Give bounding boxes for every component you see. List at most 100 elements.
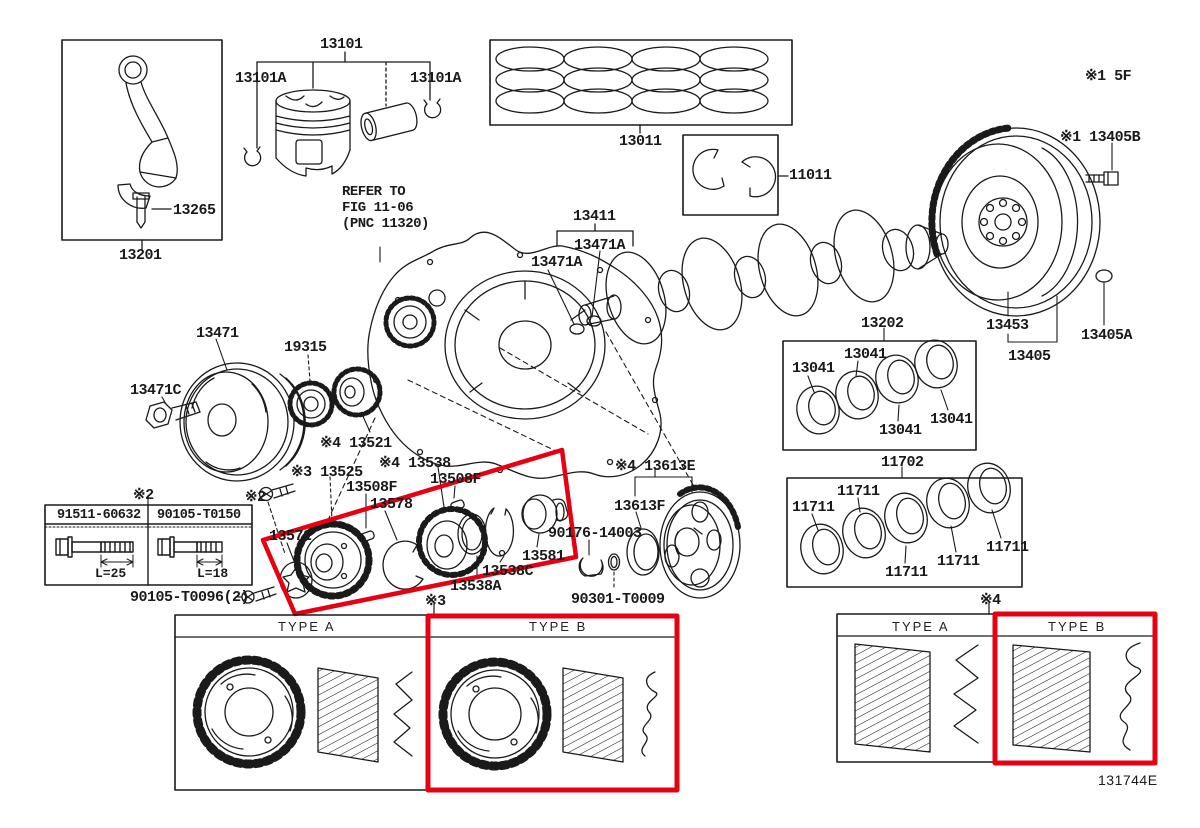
label-11711-4: 11711 [937,553,980,570]
type-b-profile [1013,643,1141,752]
piston-pin [358,101,419,142]
label-13471c: 13471C [130,382,182,399]
label-bolt-col2: 90105-T0150 [157,508,241,523]
type-table-tooth-profile [837,603,1155,763]
label-13101a-left: 13101A [235,70,287,87]
highlight-frame-type-b-left [428,616,677,790]
crankshaft-timing-gear-13521 [334,369,380,432]
snap-ring-right [424,99,441,118]
label-13538a: 13538A [450,578,502,595]
type-a-profile [855,644,978,752]
oil-pump-drive-gear-19315 [290,355,332,425]
label-marker-2a: ※2 [133,487,154,504]
label-footer-code: 131744E [1098,772,1158,788]
label-13613e: ※4 13613E [615,458,696,475]
highlight-frame-type-b-right [995,614,1155,763]
label-11711-2: 11711 [837,483,880,500]
label-note-5f: ※1 5F [1085,68,1132,85]
label-11702: 11702 [881,454,924,471]
label-13508f-1: 13508F [346,479,398,496]
label-13265: 13265 [173,202,216,219]
label-13405: 13405 [1008,348,1051,365]
label-13471a-upper: 13471A [574,237,626,254]
hub-13581 [522,495,568,547]
label-refer-2: FIG 11-06 [342,200,414,216]
oil-seal-13613f [627,512,659,575]
pilot-bushing-13405a [1096,270,1112,325]
label-13101a-right: 13101A [410,70,462,87]
label-13613f: 13613F [614,498,666,515]
label-13578: 13578 [370,496,413,513]
pin-13508f-1 [359,530,375,542]
type-table-sprocket [175,615,677,790]
label-90301-t0009: 90301-T0009 [571,591,665,608]
label-11711-1: 11711 [792,499,835,516]
sprocket-13525 [297,477,369,596]
pulley-bolt-13471c [146,397,200,428]
highlight-frame-gear-assembly [263,450,576,614]
pin-13508f-2 [450,499,465,511]
camshaft-timing-pulley [627,469,740,598]
piston-assembly [244,52,441,176]
label-typea-left: TYPE A [278,619,336,634]
label-typea-right: TYPE A [892,619,950,634]
o-ring-90301-t0009 [609,554,620,589]
timing-cover [368,232,662,478]
label-13101: 13101 [320,36,363,53]
label-11711-5: 11711 [986,539,1029,556]
bolt-91511-60632 [56,537,133,567]
label-13041-3: 13041 [879,422,922,439]
label-13041-4: 13041 [930,411,973,428]
label-marker-4b: ※4 [980,592,1001,609]
label-refer-3: (PNC 11320) [342,216,429,232]
bolt-table [45,497,252,585]
bearing-shells-13041 [792,336,962,439]
label-13538c: 13538C [482,563,534,580]
main-bearing-box-11702 [787,459,1022,587]
crankshaft [548,203,948,351]
label-13581: 13581 [522,548,565,565]
label-13201: 13201 [119,247,162,264]
label-13411: 13411 [573,208,616,225]
label-90176-14003: 90176-14003 [548,525,642,542]
snap-ring-left [244,147,261,166]
label-13471a-left: 13471A [531,254,583,271]
label-13405a: 13405A [1081,327,1133,344]
label-13525: ※3 13525 [291,464,363,481]
bolt-icon-marker2 [260,484,296,554]
label-90105-t0096: 90105-T0096(2) [130,589,250,606]
construction-lines [328,332,696,520]
thrust-washer-set [683,135,788,215]
bolt-90105-t0150 [158,537,222,567]
label-l18: L=18 [197,566,229,581]
piston-ring-set [490,40,792,133]
type-a-sprocket [197,660,412,764]
connecting-rod-assembly [62,40,222,249]
label-13572: 13572 [269,528,312,545]
label-13471: 13471 [196,325,239,342]
label-13521: ※4 13521 [320,435,392,452]
label-13538: ※4 13538 [379,455,451,472]
label-13011: 13011 [619,133,662,150]
label-marker-2b: ※2 [245,489,266,506]
label-13405b: ※1 13405B [1060,129,1141,146]
label-13508f-2: 13508F [430,471,482,488]
flywheel-bolt-13405b [1086,143,1118,185]
label-13453: 13453 [986,317,1029,334]
label-refer-1: REFER TO [342,184,406,200]
label-13041-1: 13041 [792,360,835,377]
type-b-sprocket [443,662,657,766]
bearing-shells-11711 [796,459,1016,579]
label-typeb-right: TYPE B [1048,619,1107,634]
label-l25: L=25 [95,566,127,581]
label-13202: 13202 [861,315,904,332]
label-bolt-col1: 91511-60632 [57,508,141,523]
label-13041-2: 13041 [844,346,887,363]
label-11011: 11011 [789,167,832,184]
flywheel [932,128,1100,342]
bolt-icon-90105-t0096 [238,587,276,603]
label-typeb-left: TYPE B [529,619,588,634]
